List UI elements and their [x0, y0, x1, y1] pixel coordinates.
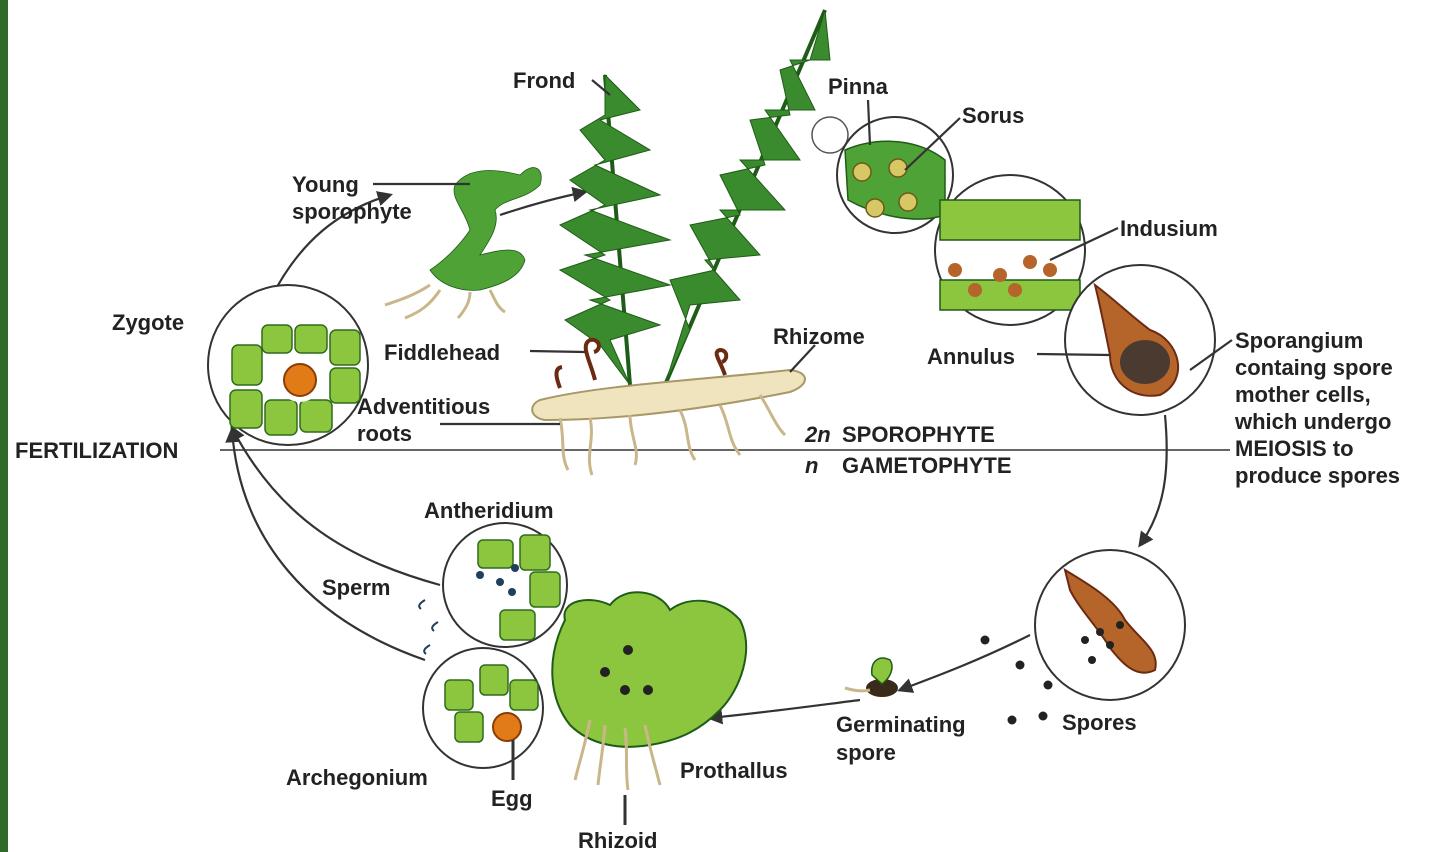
- sperm-illustration: [419, 600, 438, 654]
- prothallus-label: Prothallus: [680, 758, 788, 783]
- sporangium-label-line4: which undergo: [1234, 409, 1391, 434]
- sporangium-label-line5: MEIOSIS to: [1235, 436, 1354, 461]
- gametophyte-ploidy-label: n: [805, 453, 818, 478]
- leader-annulus: [1037, 354, 1110, 355]
- sporangium-label-line1: Sporangium: [1235, 328, 1363, 353]
- young-sporophyte-illustration: [385, 168, 541, 318]
- spores-label: Spores: [1062, 710, 1137, 735]
- arrow-sporangium-down: [1140, 415, 1167, 545]
- frond-label: Frond: [513, 68, 575, 93]
- leader-rhizome: [790, 345, 815, 372]
- adventitious-roots-label-line2: roots: [357, 421, 412, 446]
- sorus-illustration: [837, 117, 953, 233]
- rhizoid-label: Rhizoid: [578, 828, 657, 852]
- sporangium-label-line2: containg spore: [1235, 355, 1393, 380]
- spore-release-illustration: [1035, 550, 1185, 700]
- sperm-label: Sperm: [322, 575, 390, 600]
- indusium-illustration: [935, 175, 1085, 325]
- germinating-spore-label-line1: Germinating: [836, 712, 966, 737]
- leader-fiddlehead: [530, 351, 585, 352]
- pinna-label: Pinna: [828, 74, 889, 99]
- sorus-label: Sorus: [962, 103, 1024, 128]
- germinating-spore-illustration: [845, 658, 898, 697]
- rhizome-label: Rhizome: [773, 324, 865, 349]
- sporangium-label-line3: mother cells,: [1235, 382, 1371, 407]
- arrow-antheridium-to-fertilization: [232, 428, 440, 585]
- sporophyte-label: SPOROPHYTE: [842, 422, 995, 447]
- sporangium-illustration: [1065, 265, 1215, 415]
- archegonium-illustration: [423, 648, 543, 768]
- arrow-spores-to-germinating: [900, 635, 1030, 690]
- adventitious-roots-label-line1: Adventitious: [357, 394, 490, 419]
- fiddlehead-label: Fiddlehead: [384, 340, 500, 365]
- antheridium-label: Antheridium: [424, 498, 554, 523]
- fertilization-label: FERTILIZATION: [15, 438, 178, 463]
- archegonium-label: Archegonium: [286, 765, 428, 790]
- egg-label: Egg: [491, 786, 533, 811]
- zygote-illustration: [208, 285, 368, 445]
- zygote-label: Zygote: [112, 310, 184, 335]
- annulus-label: Annulus: [927, 344, 1015, 369]
- indusium-label: Indusium: [1120, 216, 1218, 241]
- arrow-archegonium-to-fertilization: [232, 430, 425, 660]
- young-sporophyte-label-line2: sporophyte: [292, 199, 412, 224]
- antheridium-illustration: [443, 523, 567, 647]
- rhizome-illustration: [532, 340, 805, 475]
- young-sporophyte-label-line1: Young: [292, 172, 359, 197]
- sporophyte-ploidy-label: 2n: [804, 422, 831, 447]
- sporangium-label-line6: produce spores: [1235, 463, 1400, 488]
- gametophyte-label: GAMETOPHYTE: [842, 453, 1012, 478]
- germinating-spore-label-line2: spore: [836, 740, 896, 765]
- pinna-zoom-circle: [812, 117, 848, 153]
